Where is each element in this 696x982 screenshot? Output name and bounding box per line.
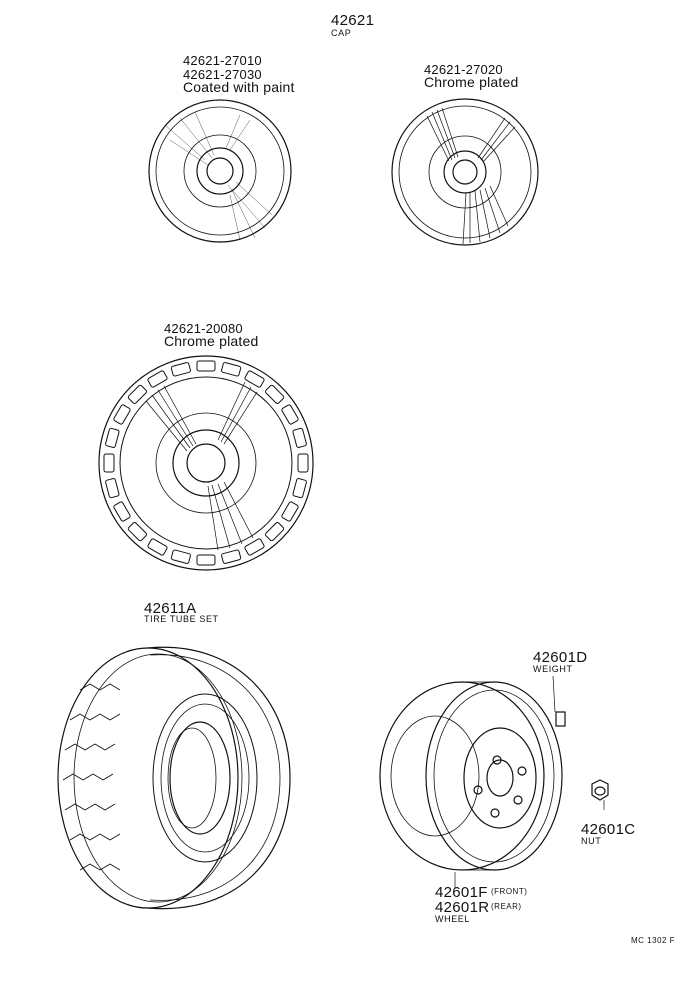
rim-slot — [196, 554, 216, 566]
cap-chrome-small-drawing — [391, 98, 539, 246]
cap-coated-description: Coated with paint — [183, 79, 295, 95]
cap-chrome-large-part-number: 42621-20080 — [164, 321, 243, 336]
cap-chrome-small-part-number: 42621-27020 — [424, 62, 503, 77]
wheel-drawing — [379, 681, 563, 871]
rim-slot — [147, 370, 168, 388]
cap-chrome-large-description: Chrome plated — [164, 333, 259, 349]
rim-slot — [105, 478, 120, 499]
rim-slot — [281, 501, 299, 522]
tire-part-number: 42611A — [144, 600, 197, 617]
cap-name: CAP — [331, 28, 352, 38]
rim-slot — [221, 362, 242, 377]
wheel-front-label: (FRONT) — [491, 887, 528, 896]
rim-slot — [113, 404, 131, 425]
wheel-name: WHEEL — [435, 914, 471, 924]
tire-name: TIRE TUBE SET — [144, 614, 219, 624]
rim-slot — [265, 384, 285, 404]
cap-coated-part-number-1: 42621-27010 — [183, 53, 262, 68]
cap-chrome-small-description: Chrome plated — [424, 74, 519, 90]
rim-slot — [244, 370, 265, 388]
weight-drawing — [552, 675, 566, 727]
rim-slot — [292, 478, 307, 499]
nut-drawing — [591, 779, 609, 810]
rim-slot — [170, 549, 191, 564]
wheel-front-part-number: 42601F — [435, 884, 488, 901]
wheel-rear-label: (REAR) — [491, 902, 522, 911]
rim-slot — [127, 384, 147, 404]
nut-name: NUT — [581, 836, 602, 846]
rim-slot — [127, 522, 147, 542]
rim-slot — [147, 538, 168, 556]
cap-coated-drawing — [148, 99, 292, 243]
cap-part-number: 42621 — [331, 12, 375, 29]
footer-code: MC 1302 F — [631, 936, 676, 945]
tire-drawing — [57, 646, 291, 910]
rim-slot — [196, 360, 216, 372]
rim-slot — [170, 362, 191, 377]
weight-part-number: 42601D — [533, 649, 588, 666]
wheel-rear-part-number: 42601R — [435, 899, 490, 916]
rim-slot — [265, 522, 285, 542]
rim-slot — [297, 453, 309, 473]
rim-slot — [281, 404, 299, 425]
rim-slot — [221, 549, 242, 564]
rim-slot — [113, 501, 131, 522]
rim-slot — [105, 427, 120, 448]
rim-slot — [292, 427, 307, 448]
weight-name: WEIGHT — [533, 664, 573, 674]
rim-slot — [244, 538, 265, 556]
rim-slot — [103, 453, 115, 473]
cap-chrome-large-drawing — [98, 355, 314, 571]
nut-part-number: 42601C — [581, 821, 636, 838]
cap-coated-part-number-2: 42621-27030 — [183, 67, 262, 82]
